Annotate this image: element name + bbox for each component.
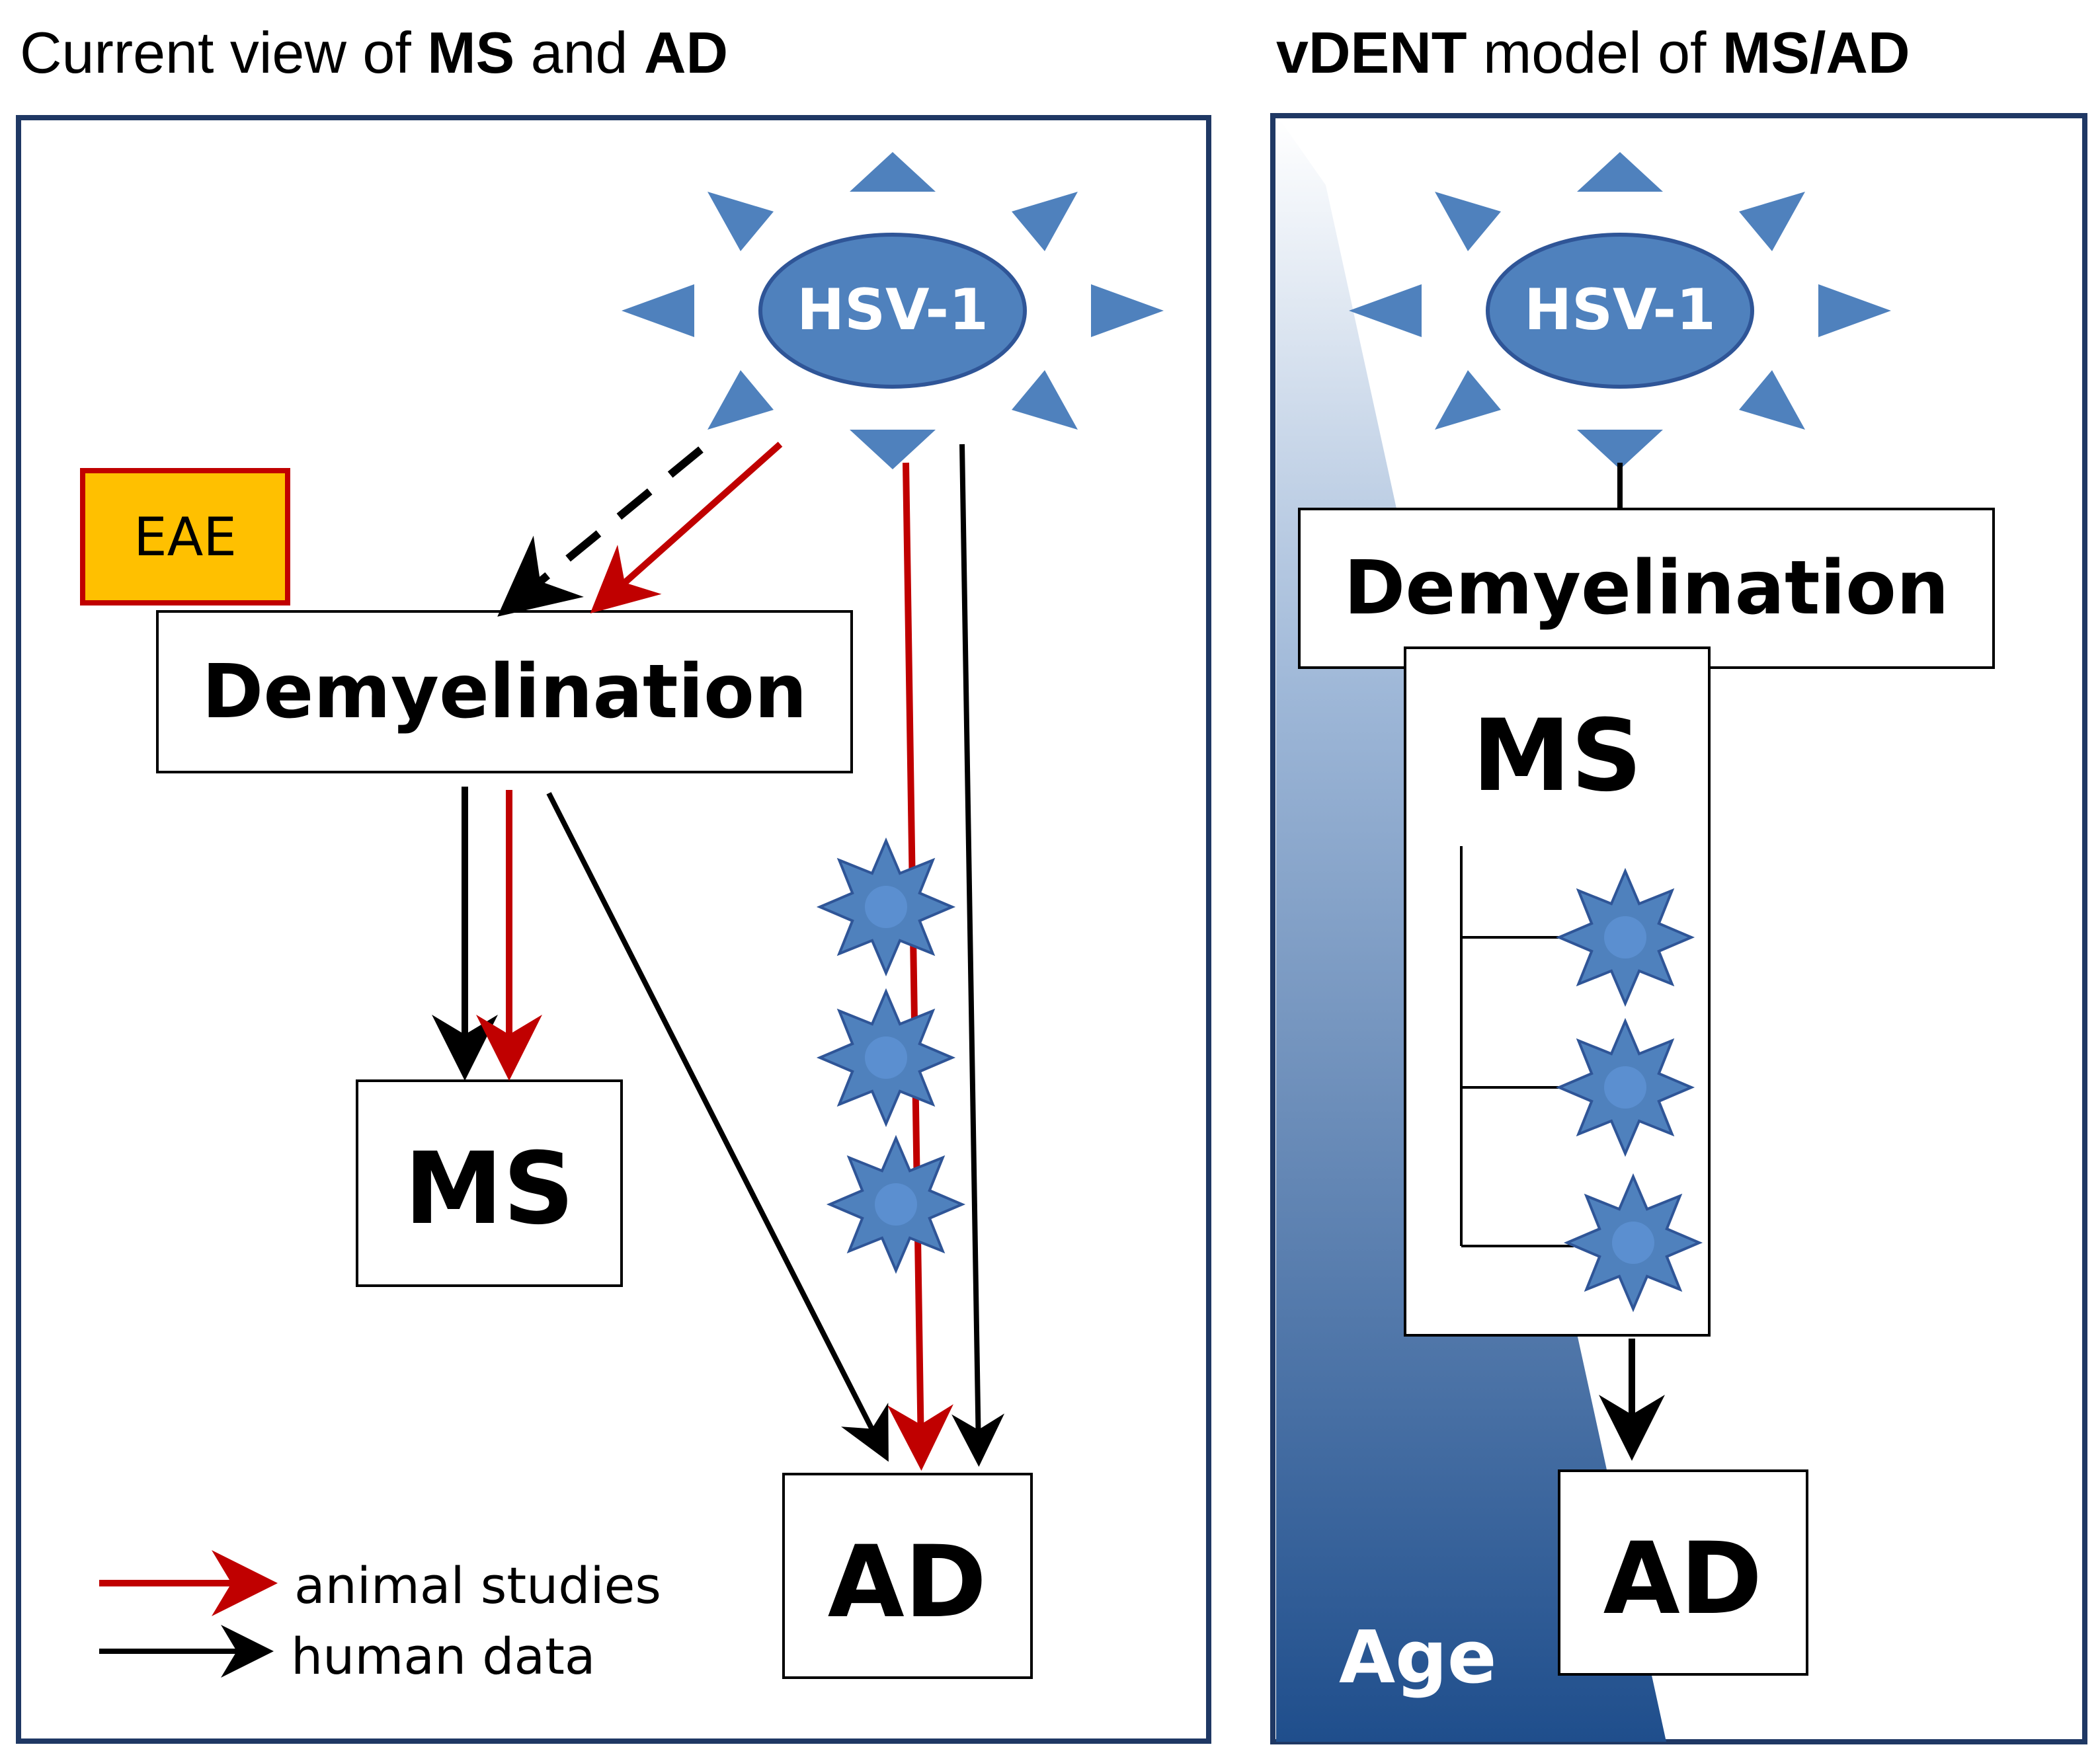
ad-box-left bbox=[782, 1473, 1033, 1679]
small-virion-icon bbox=[1563, 1173, 1703, 1313]
small-virion-icon bbox=[816, 837, 956, 977]
arrow-hsv1-ad-animal bbox=[887, 462, 953, 1471]
left-panel-frame bbox=[16, 115, 1211, 1744]
virus-spike-icon bbox=[1577, 152, 1663, 192]
legend-animal-label: animal studies bbox=[294, 1556, 661, 1615]
ms-label-right: MS bbox=[1472, 699, 1642, 814]
arrow-demyelination-ad-human bbox=[546, 792, 889, 1462]
virus-spike-icon bbox=[1577, 430, 1663, 469]
ms-box-left bbox=[356, 1079, 623, 1287]
virus-spike-icon bbox=[850, 430, 936, 469]
virus-spike-icon bbox=[1739, 192, 1805, 251]
arrow-hsv1-demyelination-animal bbox=[590, 442, 783, 613]
virus-spike-icon bbox=[1012, 192, 1078, 251]
virus-spike-icon bbox=[622, 284, 694, 337]
virus-spike-icon bbox=[1435, 192, 1501, 251]
virus-hsv1-right: HSV-1 bbox=[1349, 152, 1891, 469]
eae-box bbox=[80, 468, 290, 605]
virus-label: HSV-1 bbox=[797, 277, 989, 343]
ad-box-right bbox=[1558, 1469, 1808, 1676]
ms-label-left: MS bbox=[404, 1132, 574, 1247]
small-virion-icon bbox=[1555, 867, 1695, 1007]
virus-spike-icon bbox=[1818, 284, 1891, 337]
virus-spike-icon bbox=[707, 370, 774, 430]
arrow-hsv1-ad-human bbox=[951, 444, 1005, 1467]
arrow-hsv1-eae-demyelination-dashed bbox=[497, 446, 704, 617]
legend-human-label: human data bbox=[291, 1627, 595, 1686]
ad-label-right: AD bbox=[1603, 1522, 1763, 1637]
eae-label: EAE bbox=[134, 506, 237, 568]
demyelination-box-left bbox=[156, 610, 853, 773]
small-virion-icon bbox=[1555, 1017, 1695, 1157]
demyelination-label-left: Demyelination bbox=[202, 649, 807, 735]
demyelination-label-right: Demyelination bbox=[1344, 545, 1949, 631]
virus-spike-icon bbox=[1012, 370, 1078, 430]
virus-hsv1-left: HSV-1 bbox=[622, 152, 1164, 469]
virus-spike-icon bbox=[707, 192, 774, 251]
demyelination-box-right bbox=[1298, 508, 1995, 669]
age-label: Age bbox=[1339, 1615, 1496, 1699]
right-panel-title: vDENT model of MS/AD bbox=[1276, 20, 1910, 85]
virus-body-icon bbox=[758, 233, 1027, 389]
small-virion-icon bbox=[816, 988, 956, 1128]
left-panel-title: Current view of MS and AD bbox=[20, 20, 728, 85]
virus-spike-icon bbox=[1739, 370, 1805, 430]
virus-body-icon bbox=[1486, 233, 1754, 389]
ad-label-left: AD bbox=[828, 1525, 987, 1640]
small-virion-icon bbox=[826, 1134, 966, 1274]
virus-spike-icon bbox=[1349, 284, 1422, 337]
virus-spike-icon bbox=[850, 152, 936, 192]
virus-spike-icon bbox=[1435, 370, 1501, 430]
small-virions-left bbox=[816, 837, 966, 1274]
legend: animal studies human data bbox=[99, 1550, 661, 1686]
virus-spike-icon bbox=[1091, 284, 1164, 337]
virus-label: HSV-1 bbox=[1524, 277, 1716, 343]
small-virions-right bbox=[1555, 867, 1703, 1313]
virion-bracket bbox=[1460, 846, 1574, 1247]
